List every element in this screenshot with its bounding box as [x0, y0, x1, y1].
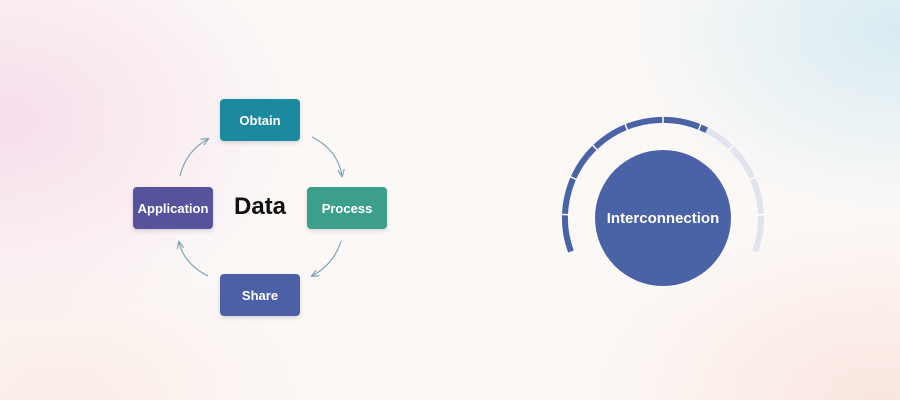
gauge-segment-divider — [569, 175, 578, 181]
step-process: Process — [307, 187, 387, 229]
gauge-segment-divider — [591, 144, 599, 151]
step-share-label: Share — [241, 287, 279, 303]
arrow-process-to-share — [312, 240, 342, 276]
arrow-obtain-to-process — [311, 136, 342, 176]
interconnection-circle: Interconnection — [595, 150, 731, 286]
step-process-label: Process — [321, 200, 373, 216]
gauge-segment-divider — [697, 123, 702, 132]
gauge-segment-divider — [624, 123, 629, 132]
step-obtain: Obtain — [220, 99, 300, 141]
arrow-share-to-application — [179, 242, 209, 277]
step-share: Share — [220, 274, 300, 316]
cycle-center-label: Data — [233, 193, 287, 220]
interconnection-label: Interconnection — [606, 209, 720, 227]
arrow-application-to-obtain — [179, 139, 208, 177]
step-application: Application — [133, 187, 213, 229]
step-application-label: Application — [137, 200, 209, 216]
gauge-segment-divider — [748, 175, 757, 181]
step-obtain-label: Obtain — [239, 112, 281, 128]
gauge-segment-divider — [727, 144, 735, 151]
